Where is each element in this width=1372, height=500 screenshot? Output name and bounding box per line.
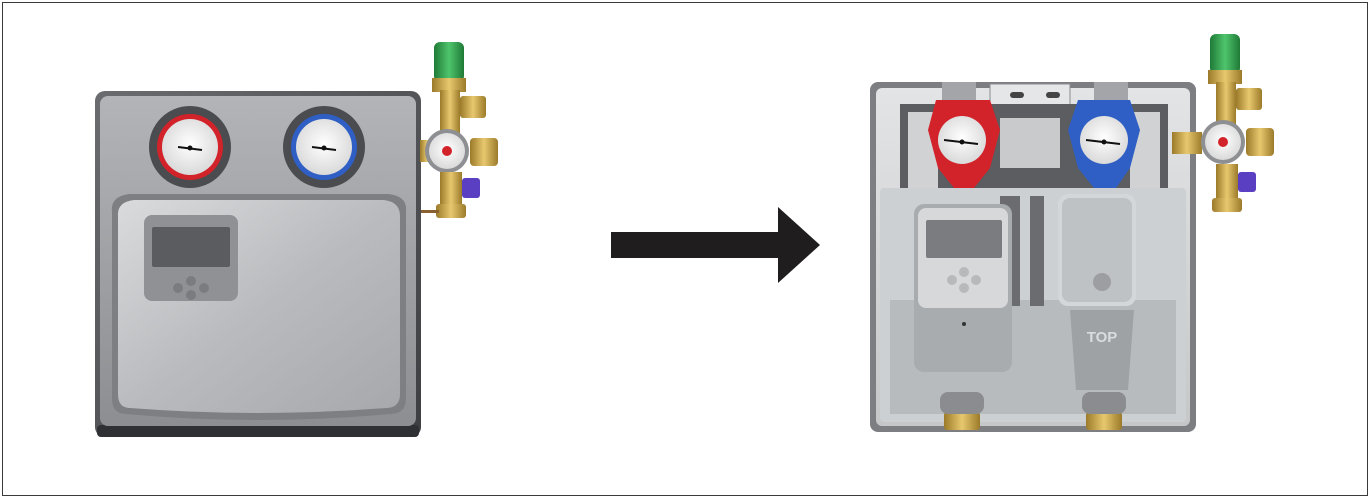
controller-button-up-icon: [186, 276, 196, 286]
controller-display: [152, 227, 230, 267]
pump-body: [1070, 310, 1134, 390]
closed-station: [95, 91, 421, 437]
safety-group-left: [420, 42, 498, 218]
controller-button-right-icon: [199, 283, 209, 293]
pump-knob-icon: [1093, 273, 1111, 291]
housing-base: [97, 425, 419, 437]
controller-button-left-icon: [173, 283, 183, 293]
safety-valve-cap-right-icon: [1210, 34, 1240, 74]
arrow-right-icon: [611, 207, 820, 283]
fill-valve-right-icon: [1238, 172, 1256, 192]
controller-button-down-icon: [186, 290, 196, 300]
fitting-right-icon: [1086, 412, 1122, 430]
safety-valve-cap-icon: [434, 42, 464, 82]
controller-open-display: [926, 220, 1002, 258]
open-station: TOP: [870, 82, 1196, 432]
fill-valve-icon: [462, 178, 480, 198]
fitting-left-icon: [944, 412, 980, 430]
pump-top-label: TOP: [1087, 329, 1118, 346]
